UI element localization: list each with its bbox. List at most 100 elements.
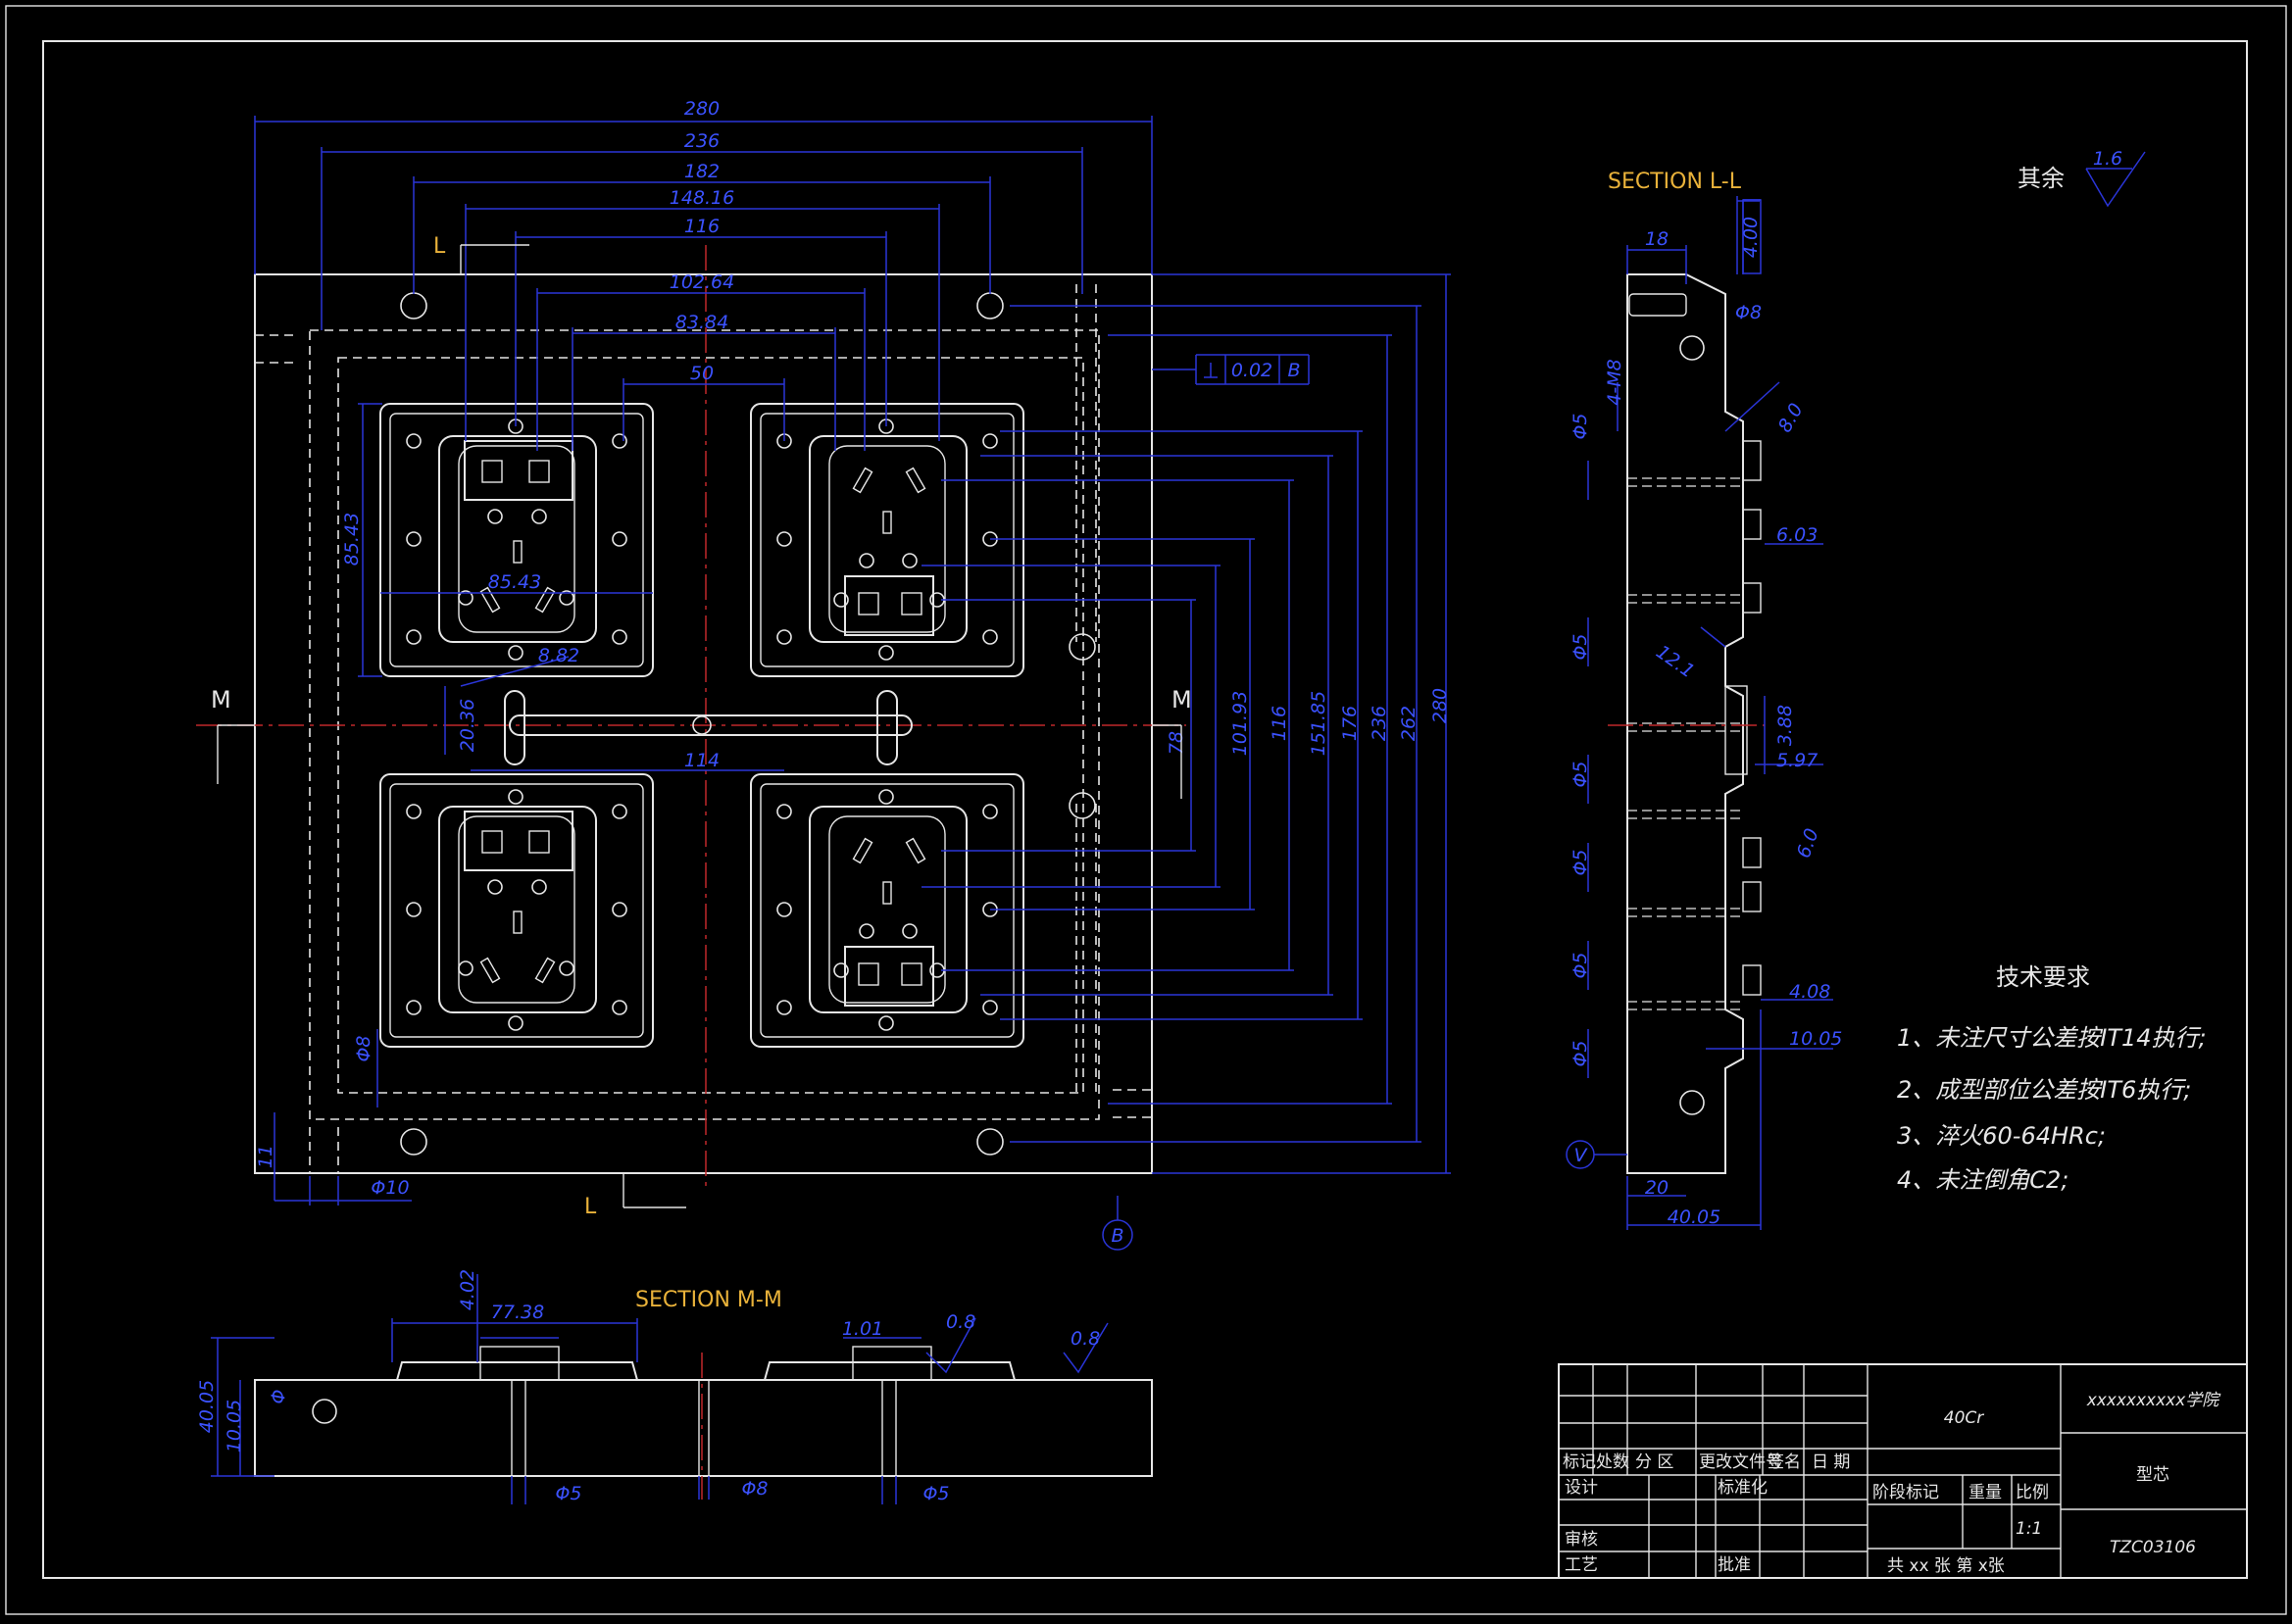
tech-req-title: 技术要求 (1996, 963, 2090, 991)
dim-right-78: 78 (1166, 731, 1187, 755)
cut-label-l-bottom: L (584, 1195, 597, 1219)
cavity-insert-bl (379, 773, 654, 1048)
flatness-datum: B (1287, 360, 1300, 381)
svg-text:Φ5: Φ5 (1570, 761, 1591, 787)
tb-school: xxxxxxxxxx学院 (2086, 1391, 2222, 1410)
cavity-insert-tl (379, 403, 654, 677)
section-mm-body (254, 1379, 1153, 1477)
svg-text:分 区: 分 区 (1635, 1452, 1673, 1472)
svg-text:标记: 标记 (1563, 1452, 1596, 1472)
sprue-point (692, 715, 712, 735)
cut-label-m-right: M (1171, 686, 1192, 714)
svg-text:签名: 签名 (1768, 1452, 1801, 1472)
dim-right-151: 151.85 (1308, 691, 1329, 756)
svg-text:20: 20 (1645, 1177, 1669, 1199)
svg-text:B: B (1111, 1225, 1123, 1247)
svg-text:Φ5: Φ5 (1570, 633, 1591, 660)
socket-earth-outline (464, 440, 573, 501)
corner-screw-hole (400, 1128, 427, 1156)
ll-dim-4m8: 4-M8 (1604, 359, 1625, 405)
cut-label-l-top: L (433, 234, 446, 259)
dim-20: 20.36 (457, 699, 478, 752)
title-block: 40Cr xxxxxxxxxx学院 型芯 TZC03106 标记 处数 分 区 … (1558, 1363, 2248, 1579)
plan-view: 280 236 182 148.16 116 102.64 83.84 50 2… (196, 98, 1451, 1251)
dim-148: 148.16 (670, 187, 734, 209)
dim-50: 50 (690, 363, 714, 384)
cavity-insert-br (750, 773, 1024, 1048)
corner-screw-hole (976, 1128, 1004, 1156)
dim-280: 280 (684, 98, 720, 120)
svg-text:40.05: 40.05 (196, 1380, 218, 1433)
tech-req-item-2: 2、成型部位公差按IT6执行; (1897, 1076, 2191, 1104)
dim-right-101: 101.93 (1229, 691, 1251, 756)
tb-part-name: 型芯 (2136, 1465, 2169, 1485)
svg-text:77.38: 77.38 (491, 1302, 544, 1323)
roughness-rest-label: 其余 (2018, 165, 2065, 192)
dim-116: 116 (684, 216, 720, 237)
svg-text:标准化: 标准化 (1718, 1478, 1768, 1498)
outer-border (5, 5, 2287, 1615)
svg-text:1.01: 1.01 (842, 1318, 883, 1340)
dim-phi10: Φ10 (371, 1177, 409, 1199)
cooling-channel-outer (309, 329, 1100, 1120)
svg-text:1:1: 1:1 (2016, 1519, 2042, 1539)
flatness-value: 0.02 (1231, 360, 1272, 381)
tech-req-item-4: 4、未注倒角C2; (1897, 1166, 2068, 1194)
svg-text:12.1: 12.1 (1652, 641, 1698, 682)
dim-182: 182 (684, 161, 720, 182)
svg-text:批准: 批准 (1718, 1555, 1751, 1575)
svg-text:工艺: 工艺 (1565, 1555, 1598, 1575)
svg-text:6.03: 6.03 (1776, 524, 1818, 546)
svg-text:V: V (1574, 1145, 1589, 1166)
section-ll-title: SECTION L-L (1608, 170, 1742, 194)
tech-req-item-1: 1、未注尺寸公差按IT14执行; (1897, 1024, 2207, 1052)
svg-text:Φ5: Φ5 (1570, 849, 1591, 875)
dim-right-236: 236 (1369, 706, 1390, 741)
svg-text:日 期: 日 期 (1812, 1452, 1850, 1472)
cavity-insert-tr (750, 403, 1024, 677)
svg-text:8.0: 8.0 (1774, 400, 1808, 436)
dim-236: 236 (684, 130, 720, 152)
ll-dim-18: 18 (1645, 228, 1669, 250)
corner-screw-hole (400, 292, 427, 320)
dim-83: 83.84 (675, 312, 728, 333)
dim-mid-85: 85.43 (488, 571, 541, 593)
svg-text:4.00: 4.00 (1740, 217, 1762, 258)
svg-text:Φ8: Φ8 (741, 1478, 768, 1500)
dim-102: 102.64 (670, 271, 734, 293)
dim-8-82: 8.82 (538, 645, 579, 666)
svg-text:4.02: 4.02 (457, 1269, 478, 1310)
dim-phi8: Φ8 (353, 1035, 374, 1061)
svg-text:10.05: 10.05 (1789, 1028, 1842, 1050)
svg-text:3.88: 3.88 (1774, 705, 1796, 746)
section-mm-view: SECTION M-M 4.02 77.38 1.01 0.8 0.8 40. (196, 1269, 1153, 1504)
svg-text:设计: 设计 (1565, 1478, 1598, 1498)
tb-material: 40Cr (1944, 1408, 1985, 1428)
svg-text:审核: 审核 (1565, 1530, 1598, 1550)
svg-text:处数: 处数 (1596, 1452, 1629, 1472)
corner-screw-hole (976, 292, 1004, 320)
dim-left-85: 85.43 (341, 513, 363, 566)
svg-text:0.8: 0.8 (946, 1311, 975, 1333)
tb-drawing-no: TZC03106 (2110, 1538, 2196, 1557)
svg-text:Φ5: Φ5 (1570, 1040, 1591, 1066)
svg-text:5.97: 5.97 (1776, 750, 1818, 771)
svg-text:6.0: 6.0 (1793, 825, 1823, 861)
section-ll-view: SECTION L-L (1566, 170, 1842, 1230)
svg-text:Φ5: Φ5 (555, 1483, 581, 1504)
svg-text:0.8: 0.8 (1071, 1328, 1100, 1350)
svg-text:Φ5: Φ5 (922, 1483, 949, 1504)
svg-text:比例: 比例 (2016, 1483, 2049, 1502)
svg-text:重量: 重量 (1968, 1483, 2002, 1502)
section-ll-body (1626, 273, 1744, 1174)
ll-dim-phi8: Φ8 (1735, 302, 1762, 323)
core-plate-outline (254, 273, 1153, 1174)
dim-right-280: 280 (1429, 688, 1451, 723)
tech-req-item-3: 3、淬火60-64HRc; (1897, 1122, 2106, 1150)
roughness-rest-value: 1.6 (2093, 148, 2122, 170)
section-mm-title: SECTION M-M (635, 1288, 782, 1312)
svg-text:10.05: 10.05 (224, 1400, 245, 1452)
dim-right-262: 262 (1398, 706, 1420, 741)
